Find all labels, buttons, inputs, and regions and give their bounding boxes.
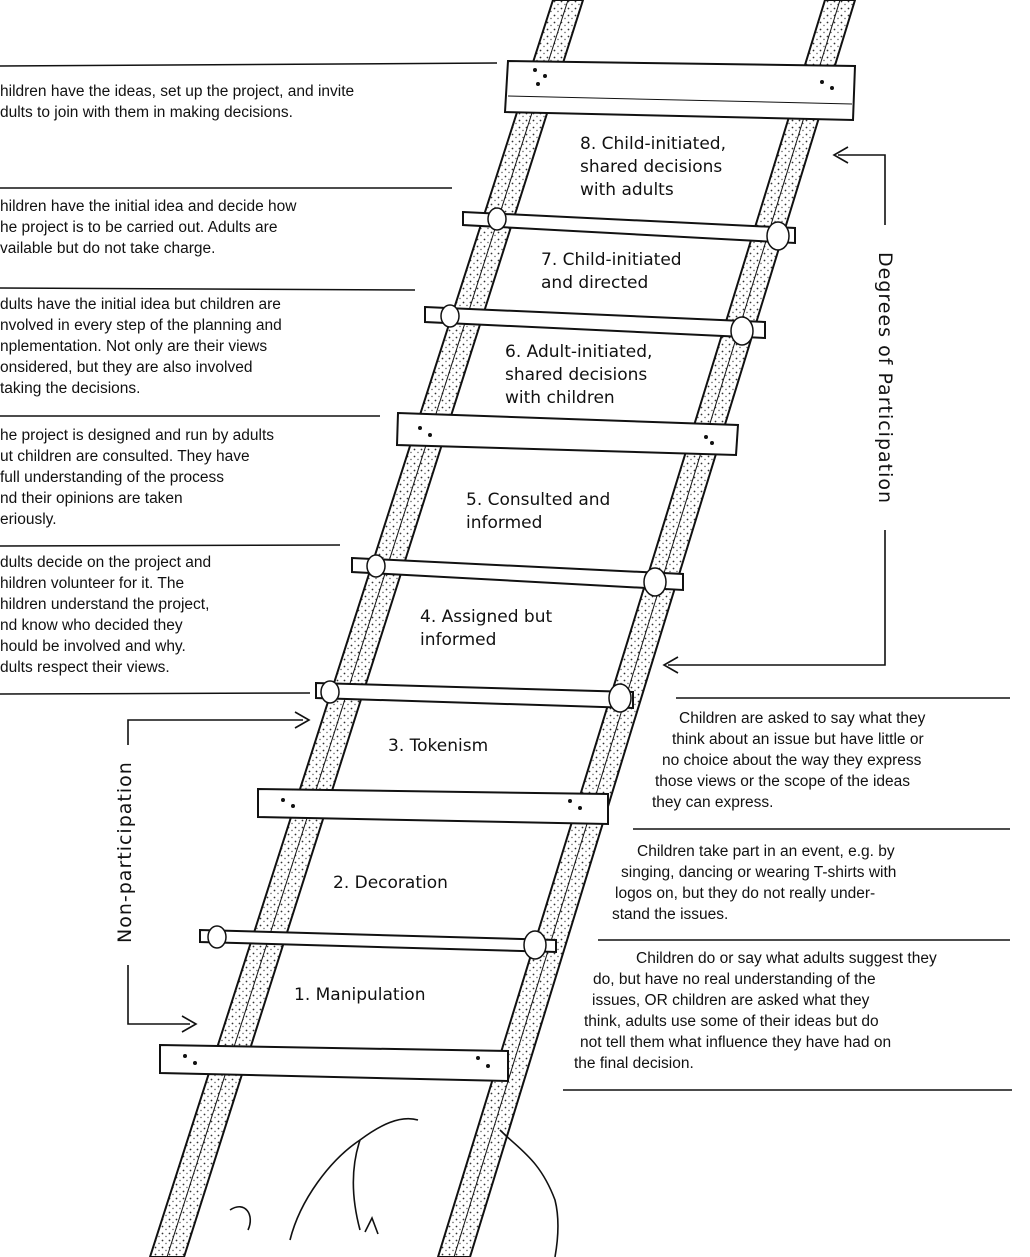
description-line: issues, OR children are asked what they [592, 992, 870, 1009]
description-line: Children are asked to say what they [679, 710, 926, 727]
rung-1-label: 1. Manipulation [294, 984, 425, 1007]
rung-4-line: 4. Assigned but [420, 607, 553, 627]
rung-8-line: shared decisions [580, 157, 723, 177]
description-rung-6: dults have the initial idea but children… [0, 294, 282, 399]
description-line: he project is designed and run by adults [0, 427, 275, 444]
rung-5-label: 5. Consulted and informed [466, 489, 610, 535]
rung-6-line: shared decisions [505, 365, 648, 385]
rung-7-line: and directed [541, 273, 649, 293]
description-line: nvolved in every step of the planning an… [0, 317, 282, 334]
rung-4-line: informed [420, 630, 497, 650]
description-line: hildren have the ideas, set up the proje… [0, 83, 355, 100]
rung-8-label: 8. Child-initiated, shared decisions wit… [580, 133, 726, 202]
description-line: nplementation. Not only are their views [0, 338, 268, 355]
description-line: he project is to be carried out. Adults … [0, 219, 278, 236]
description-line: they can express. [652, 794, 774, 811]
rung-1-line: 1. Manipulation [294, 985, 426, 1005]
description-line: no choice about the way they express [662, 752, 922, 769]
rope-lashings [207, 207, 790, 960]
ladder-rungs [159, 59, 857, 1083]
description-line: full understanding of the process [0, 469, 225, 486]
rung-8-line: 8. Child-initiated, [580, 134, 726, 154]
description-line: those views or the scope of the ideas [655, 773, 911, 790]
right-dividers [563, 697, 1012, 1091]
description-line: Children take part in an event, e.g. by [637, 843, 895, 860]
rung-7-line: 7. Child-initiated [541, 250, 682, 270]
description-line: do, but have no real understanding of th… [593, 971, 876, 988]
rung-6-line: with children [505, 388, 615, 408]
rung-3-label: 3. Tokenism [388, 735, 488, 758]
description-line: onsidered, but they are also involved [0, 359, 253, 376]
description-line: hildren volunteer for it. The [0, 575, 185, 592]
description-line: dults decide on the project and [0, 554, 212, 571]
description-rung-4: dults decide on the project and hildren … [0, 552, 211, 678]
description-line: the final decision. [574, 1055, 694, 1072]
rung-2-line: 2. Decoration [333, 873, 448, 893]
ground-sketch [229, 1117, 559, 1257]
description-line: stand the issues. [612, 906, 729, 923]
participation-bracket [662, 146, 886, 674]
description-line: not tell them what influence they have h… [580, 1034, 892, 1051]
rung-7-label: 7. Child-initiated and directed [541, 249, 682, 295]
description-line: hildren have the initial idea and decide… [0, 198, 297, 215]
description-line: hildren understand the project, [0, 596, 210, 613]
description-line: taking the decisions. [0, 380, 141, 397]
description-line: think about an issue but have little or [672, 731, 924, 748]
degrees-of-participation-label: Degrees of Participation [874, 252, 896, 505]
description-line: dults to join with them in making decisi… [0, 104, 293, 121]
rung-8-line: with adults [580, 180, 674, 200]
rung-6-label: 6. Adult-initiated, shared decisions wit… [505, 341, 652, 410]
description-line: eriously. [0, 511, 57, 528]
non-participation-label: Non-participation [114, 761, 136, 943]
description-rung-1: Children do or say what adults suggest t… [574, 948, 937, 1074]
non-participation-bracket [127, 711, 311, 1033]
rung-5-line: 5. Consulted and [466, 490, 611, 510]
description-rung-5: he project is designed and run by adults… [0, 425, 274, 530]
description-rung-2: Children take part in an event, e.g. by … [607, 841, 896, 925]
description-line: nd their opinions are taken [0, 490, 183, 507]
description-rung-7: hildren have the initial idea and decide… [0, 196, 296, 259]
description-line: vailable but do not take charge. [0, 240, 216, 257]
rung-6-line: 6. Adult-initiated, [505, 342, 653, 362]
description-line: think, adults use some of their ideas bu… [584, 1013, 879, 1030]
description-line: nd know who decided they [0, 617, 183, 634]
description-line: hould be involved and why. [0, 638, 186, 655]
description-line: singing, dancing or wearing T-shirts wit… [621, 864, 897, 881]
left-dividers [0, 62, 498, 695]
description-rung-8: hildren have the ideas, set up the proje… [0, 81, 354, 123]
description-line: dults have the initial idea but children… [0, 296, 281, 313]
description-rung-3: Children are asked to say what they thin… [652, 708, 1004, 813]
description-line: Children do or say what adults suggest t… [636, 950, 937, 967]
rung-3-line: 3. Tokenism [388, 736, 489, 756]
rung-4-label: 4. Assigned but informed [420, 606, 552, 652]
plank-nails [183, 68, 834, 1068]
description-line: ut children are consulted. They have [0, 448, 250, 465]
description-line: logos on, but they do not really under- [615, 885, 876, 902]
description-line: dults respect their views. [0, 659, 170, 676]
rung-5-line: informed [466, 513, 543, 533]
rung-2-label: 2. Decoration [333, 872, 448, 895]
